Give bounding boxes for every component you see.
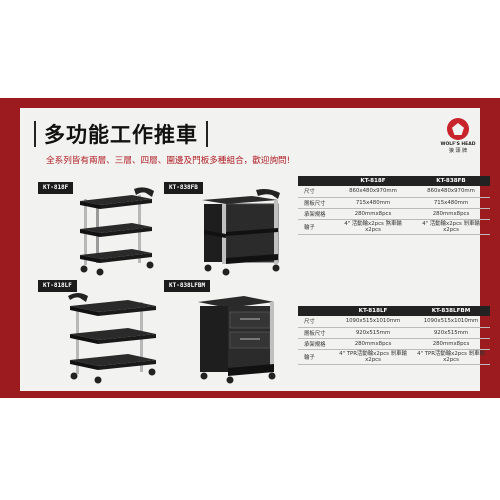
table-row: 承架規格 280mmx8pcs 280mmx8pcs bbox=[298, 208, 490, 220]
spec-value: 1090x515x1010mm bbox=[334, 316, 412, 328]
spec-value: 4" TPR活動輪x2pcs 剎車輪x2pcs bbox=[412, 349, 490, 365]
spec-value: 1090x515x1010mm bbox=[412, 316, 490, 328]
spec-header-model-b: KT-838FB bbox=[412, 176, 490, 186]
spec-table-2: KT-818LF KT-838LFBM 尺寸 1090x515x1010mm 1… bbox=[298, 306, 490, 365]
spec-label: 輪子 bbox=[298, 219, 334, 235]
spec-value: 4" 活動輪x2pcs 剎車輪x2pcs bbox=[412, 219, 490, 235]
spec-label: 承架規格 bbox=[298, 208, 334, 220]
title-bar-right bbox=[206, 121, 208, 147]
table-row: 尺寸 1090x515x1010mm 1090x515x1010mm bbox=[298, 316, 490, 328]
spec-header-model-a: KT-818LF bbox=[334, 306, 412, 316]
spec-table-2-header: KT-818LF KT-838LFBM bbox=[298, 306, 490, 316]
spec-value: 860x480x970mm bbox=[412, 186, 490, 198]
table-row: 層板尺寸 920x515mm 920x515mm bbox=[298, 327, 490, 339]
logo-text-cn: 狼 頭 牌 bbox=[448, 148, 468, 154]
cart-image-kt818f bbox=[80, 187, 154, 276]
spec-value: 280mmx8pcs bbox=[334, 338, 412, 350]
product-tag-kt818f: KT-818F bbox=[38, 182, 74, 194]
spec-value: 920x515mm bbox=[334, 327, 412, 339]
table-row: 尺寸 860x480x970mm 860x480x970mm bbox=[298, 186, 490, 198]
spec-label: 承架規格 bbox=[298, 338, 334, 350]
spec-table-1-header: KT-818F KT-838FB bbox=[298, 176, 490, 186]
wolf-head-icon bbox=[447, 118, 469, 140]
page-subtitle: 全系列皆有兩層、三層、四層、圍邊及門板多種組合，歡迎詢問! bbox=[46, 156, 291, 166]
spec-header-model-a: KT-818F bbox=[334, 176, 412, 186]
cart-image-kt838lfbm bbox=[198, 296, 276, 384]
spec-value: 920x515mm bbox=[412, 327, 490, 339]
spec-label: 層板尺寸 bbox=[298, 197, 334, 209]
spec-table-1: KT-818F KT-838FB 尺寸 860x480x970mm 860x48… bbox=[298, 176, 490, 235]
spec-value: 280mmx8pcs bbox=[334, 208, 412, 220]
spec-value: 280mmx8pcs bbox=[412, 208, 490, 220]
spec-value: 4" TPR活動輪x2pcs 剎車輪x2pcs bbox=[334, 349, 412, 365]
spec-header-blank bbox=[298, 176, 334, 186]
title-block: 多功能工作推車 bbox=[34, 120, 208, 148]
spec-label: 輪子 bbox=[298, 349, 334, 365]
cart-image-kt818lf bbox=[68, 293, 156, 384]
page-title: 多功能工作推車 bbox=[44, 123, 198, 147]
spec-label: 尺寸 bbox=[298, 186, 334, 198]
spec-label: 尺寸 bbox=[298, 316, 334, 328]
spec-value: 715x480mm bbox=[334, 197, 412, 209]
spec-label: 層板尺寸 bbox=[298, 327, 334, 339]
spec-value: 715x480mm bbox=[412, 197, 490, 209]
product-tag-kt838lfbm: KT-838LFBM bbox=[164, 280, 211, 292]
cart-image-kt838fb bbox=[202, 189, 280, 276]
spec-value: 4" 活動輪x2pcs 煞車輪x2pcs bbox=[334, 219, 412, 235]
spec-value: 860x480x970mm bbox=[334, 186, 412, 198]
logo-text-en: WOLF'S HEAD bbox=[440, 142, 476, 147]
table-row: 輪子 4" TPR活動輪x2pcs 剎車輪x2pcs 4" TPR活動輪x2pc… bbox=[298, 349, 490, 365]
table-row: 層板尺寸 715x480mm 715x480mm bbox=[298, 197, 490, 209]
table-row: 輪子 4" 活動輪x2pcs 煞車輪x2pcs 4" 活動輪x2pcs 剎車輪x… bbox=[298, 219, 490, 235]
table-row: 承架規格 280mmx8pcs 280mmx8pcs bbox=[298, 338, 490, 350]
product-tag-kt818lf: KT-818LF bbox=[38, 280, 77, 292]
spec-header-blank bbox=[298, 306, 334, 316]
title-bar-left bbox=[34, 121, 36, 147]
brand-logo: WOLF'S HEAD 狼 頭 牌 bbox=[440, 118, 476, 162]
spec-header-model-b: KT-838LFBM bbox=[412, 306, 490, 316]
spec-value: 280mmx8pcs bbox=[412, 338, 490, 350]
product-tag-kt838fb: KT-838FB bbox=[164, 182, 203, 194]
